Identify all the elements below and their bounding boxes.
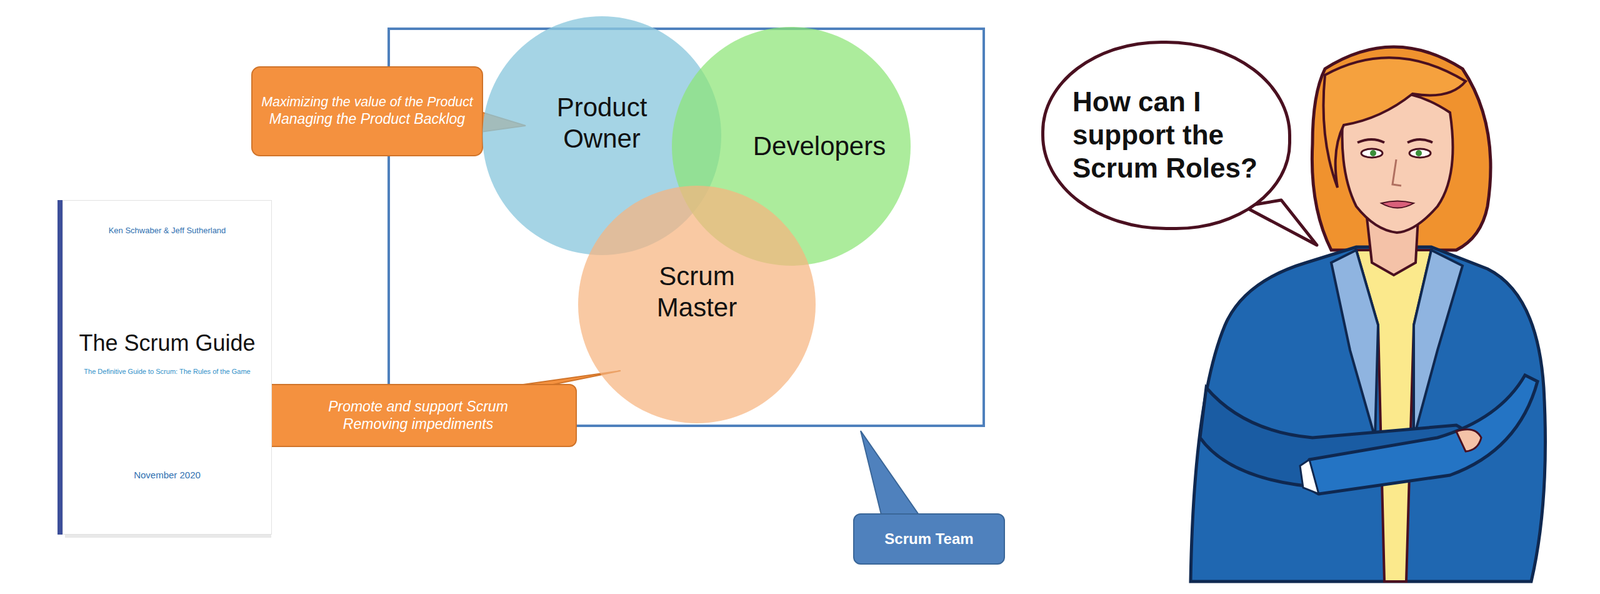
label-text: Scrum Team	[884, 530, 974, 549]
label-text: Maximizing the value of the Product	[261, 94, 474, 111]
speech-bubble: How can I support the Scrum Roles?	[1041, 40, 1292, 230]
callout-box: Promote and support ScrumRemoving impedi…	[259, 383, 577, 447]
label-text: The Definitive Guide to Scrum: The Rules…	[83, 367, 250, 376]
book-cover: Ken Schwaber & Jeff SutherlandThe Scrum …	[62, 200, 272, 535]
label-text: November 2020	[133, 469, 201, 481]
label-text: The Scrum Guide	[78, 329, 255, 357]
label-text: Removing impediments	[343, 415, 494, 434]
callout-box: Scrum Team	[853, 513, 1005, 565]
bubble-tail	[1243, 200, 1317, 245]
book-spine	[57, 200, 63, 535]
callout-tail	[860, 430, 919, 515]
label-text: Promote and support Scrum	[328, 398, 509, 416]
label-text: Developers	[753, 130, 886, 162]
role-circle: Scrum Master	[578, 185, 816, 424]
label-text: How can I support the Scrum Roles?	[1072, 85, 1260, 185]
label-text: Scrum Master	[634, 260, 760, 324]
label-text: Managing the Product Backlog	[269, 110, 465, 129]
label-text: Ken Schwaber & Jeff Sutherland	[108, 225, 227, 236]
callout-box: Maximizing the value of the ProductManag…	[251, 66, 484, 157]
label-text: Product Owner	[539, 91, 665, 155]
